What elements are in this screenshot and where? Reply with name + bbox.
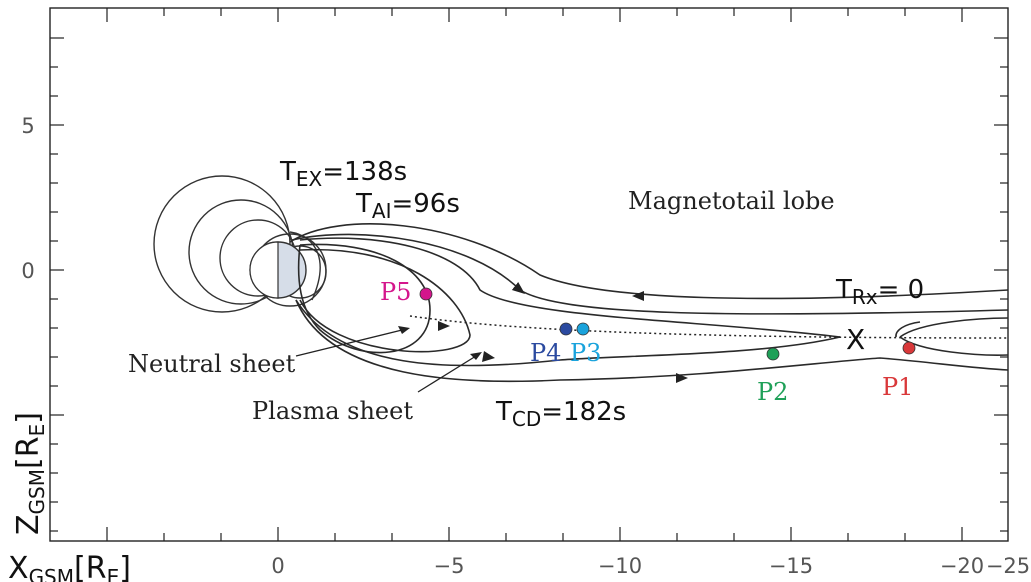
x-tick-label: −15 (769, 554, 813, 578)
probe-p5-marker (419, 287, 433, 301)
probe-p3-marker (576, 322, 590, 336)
plot-frame (49, 7, 1009, 542)
probe-p4-label: P4 (530, 339, 561, 367)
x-tick-label: −25 (986, 554, 1030, 578)
x-tick-label: −5 (434, 554, 465, 578)
y-axis-ticks (50, 37, 64, 532)
y-tick-label: 5 (21, 114, 34, 138)
y-axis-right-ticks (994, 37, 1008, 532)
probe-p2-marker (766, 347, 780, 361)
x-tick-label: 0 (271, 554, 284, 578)
field-lines (289, 223, 1009, 383)
neutral-sheet-label: Neutral sheet (128, 350, 296, 378)
plasma-sheet-label: Plasma sheet (252, 397, 413, 425)
x-axis-top-ticks (106, 8, 963, 22)
x-axis-ticks (106, 527, 963, 541)
t-ex-label: TEX=138s (279, 157, 407, 191)
x-point-label: X (846, 323, 865, 356)
y-tick-label: 0 (21, 259, 34, 283)
y-axis-label: ZGSM[RE] (11, 412, 49, 535)
lobe-label: Magnetotail lobe (628, 187, 835, 215)
probe-p1-marker (902, 341, 916, 355)
probe-p5-label: P5 (380, 278, 411, 306)
field-arrows (632, 291, 688, 383)
t-rx-label: TRx= 0 (835, 275, 924, 309)
pointer-arrows (295, 329, 477, 393)
t-cd-label: TCD=182s (495, 397, 626, 431)
probe-p2-label: P2 (757, 378, 788, 406)
x-axis-label: XGSM[RE] (8, 551, 131, 582)
neutral-sheet-line (409, 315, 1009, 339)
probe-p3-label: P3 (570, 339, 601, 367)
x-tick-label: −10 (598, 554, 642, 578)
t-ai-label: TAI=96s (355, 189, 460, 223)
earth (249, 241, 307, 299)
x-tick-label: −20 (940, 554, 984, 578)
pointer-arrowheads (398, 321, 495, 362)
probe-p4-marker (559, 322, 573, 336)
probe-p1-label: P1 (882, 373, 913, 401)
